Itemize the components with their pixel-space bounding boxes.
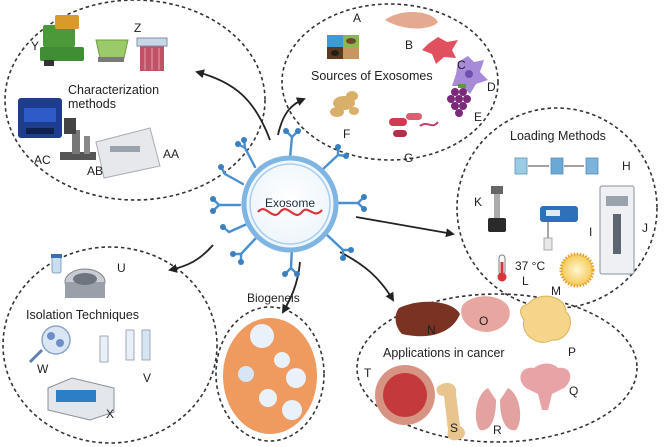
centrifuge-icon bbox=[64, 268, 106, 298]
arrow-to-isolation bbox=[168, 244, 214, 273]
liver-icon bbox=[395, 301, 460, 337]
sonication-steps-icon bbox=[514, 157, 599, 175]
label-f: F bbox=[343, 127, 350, 141]
label-l: L bbox=[522, 274, 529, 288]
ginger-icon bbox=[330, 91, 359, 117]
arrows bbox=[168, 69, 455, 314]
label-s: S bbox=[450, 421, 458, 435]
label-u: U bbox=[117, 261, 126, 275]
scanner-icon bbox=[95, 39, 129, 62]
label-a: A bbox=[353, 11, 361, 25]
brain-icon bbox=[461, 296, 510, 332]
isolation-title: Isolation Techniques bbox=[26, 308, 139, 322]
label-r: R bbox=[493, 423, 502, 437]
extruder-icon bbox=[599, 185, 635, 275]
label-z: Z bbox=[134, 21, 141, 35]
arrow-to-characterization bbox=[195, 69, 271, 141]
tube-icon bbox=[51, 254, 62, 274]
arrow-to-loading bbox=[355, 216, 455, 238]
label-q: Q bbox=[569, 384, 578, 398]
label-t: T bbox=[364, 366, 372, 380]
applications-panel bbox=[356, 293, 638, 443]
isolation-icons bbox=[28, 254, 151, 421]
electroporator-icon bbox=[540, 206, 578, 251]
label-g: G bbox=[404, 151, 413, 165]
label-m: M bbox=[551, 284, 561, 298]
chromatography-instrument-icon bbox=[47, 377, 115, 421]
label-c: C bbox=[457, 58, 466, 72]
microscope-icon bbox=[60, 118, 96, 160]
label-y: Y bbox=[31, 39, 39, 53]
characterization-panel bbox=[4, 0, 266, 201]
label-j: J bbox=[642, 221, 648, 235]
gel-box-icon bbox=[136, 37, 168, 71]
thermometer-icon bbox=[497, 254, 507, 282]
biogenesis-cell bbox=[223, 318, 317, 434]
sources-panel bbox=[281, 3, 499, 161]
label-x: X bbox=[106, 407, 114, 421]
homogenizer-icon bbox=[488, 186, 506, 232]
grapes-icon bbox=[447, 84, 471, 117]
characterization-icons bbox=[18, 15, 168, 179]
arrow-to-applications bbox=[339, 251, 395, 302]
label-b: B bbox=[405, 38, 413, 52]
spectrophotometer-icon bbox=[95, 127, 161, 179]
label-d: D bbox=[487, 80, 496, 94]
characterization-title-2: methods bbox=[68, 97, 116, 111]
lungs-icon bbox=[475, 388, 521, 431]
bacteria-icon bbox=[389, 113, 439, 137]
uterus-icon bbox=[520, 363, 571, 410]
red-cell-icon bbox=[422, 37, 458, 64]
label-ac: AC bbox=[34, 153, 51, 167]
spindle-cell-icon bbox=[385, 11, 438, 29]
isolation-panel bbox=[2, 246, 218, 444]
center-label: Exosome bbox=[265, 196, 315, 210]
loading-icons bbox=[488, 157, 635, 288]
label-ab: AB bbox=[87, 164, 103, 178]
label-v: V bbox=[143, 371, 151, 385]
biogenesis-label: Biogeneis bbox=[247, 291, 300, 305]
sources-icons bbox=[327, 11, 488, 137]
arrow-to-biogenesis bbox=[281, 261, 301, 314]
label-k: K bbox=[474, 195, 482, 209]
femur-icon bbox=[436, 382, 465, 441]
sources-title: Sources of Exosomes bbox=[311, 69, 433, 83]
intestine-tissue-icon bbox=[375, 365, 435, 425]
applications-title: Applications in cancer bbox=[383, 346, 505, 360]
sources-photos-icon bbox=[327, 35, 359, 59]
magnified-particles-icon bbox=[28, 325, 71, 364]
characterization-title-1: Characterization bbox=[68, 83, 159, 97]
label-p: P bbox=[568, 345, 576, 359]
label-w: W bbox=[37, 362, 49, 376]
loading-title: Loading Methods bbox=[510, 129, 606, 143]
label-n: N bbox=[427, 323, 436, 337]
applications-icons bbox=[375, 295, 571, 441]
nanoparticle-tracker-icon bbox=[18, 98, 62, 138]
label-e: E bbox=[474, 110, 482, 124]
label-o: O bbox=[479, 314, 488, 328]
label-i: I bbox=[589, 225, 592, 239]
arrow-to-sources bbox=[277, 97, 306, 136]
biogenesis-panel bbox=[215, 306, 325, 442]
exosome-illustration bbox=[210, 128, 367, 277]
thermocycler-icon bbox=[40, 15, 84, 66]
liposome-icon bbox=[559, 252, 595, 288]
gradient-tubes-icon bbox=[99, 329, 151, 363]
label-aa: AA bbox=[163, 147, 179, 161]
temperature-label: 37 °C bbox=[515, 259, 545, 273]
label-h: H bbox=[622, 159, 631, 173]
bone-tissue-icon bbox=[520, 295, 571, 343]
labels: Exosome Biogeneis Characterization metho… bbox=[26, 11, 648, 437]
